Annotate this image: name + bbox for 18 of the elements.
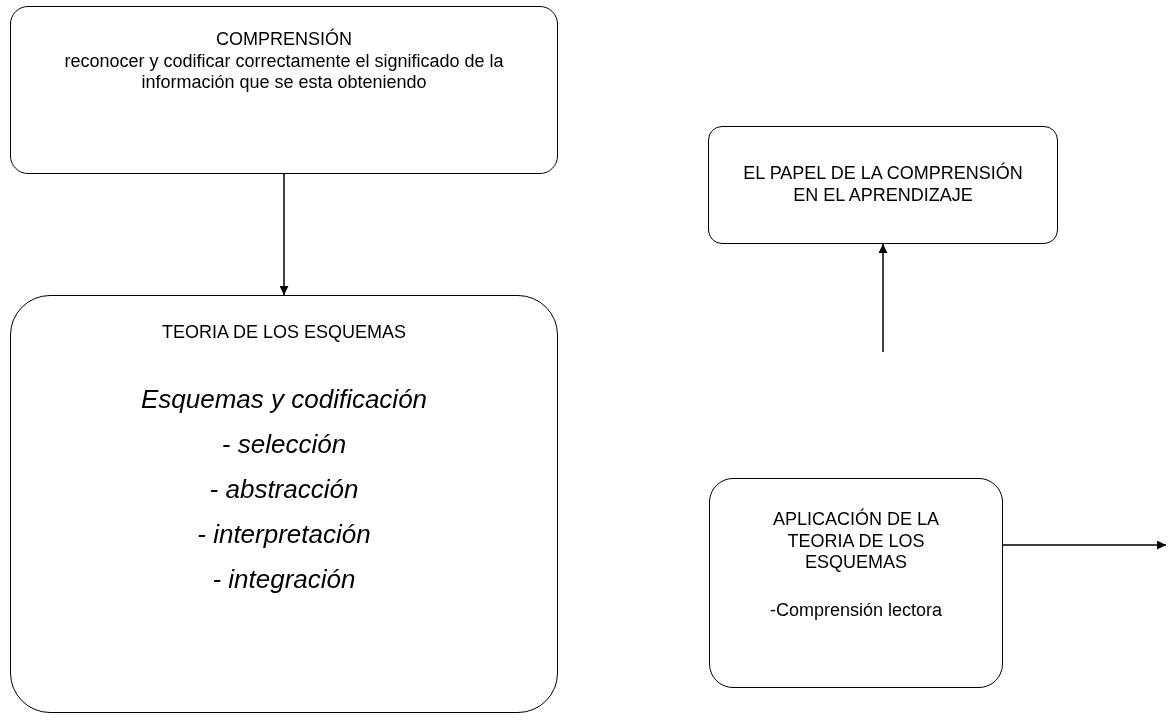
box-text: Esquemas y codificación [140,383,428,415]
arrow [279,173,289,296]
box-heading: TEORIA DE LOS ESQUEMAS [161,322,407,344]
rounded-box [10,295,558,713]
box-text: -Comprensión lectora [769,599,943,622]
box-text: - selección [221,428,347,460]
rounded-box [709,478,1003,688]
box-heading: EL PAPEL DE LA COMPRENSIÓN EN EL APRENDIZAJE [742,163,1024,207]
box-heading: COMPRENSIÓN [216,29,352,51]
box-text: - abstracción [209,473,359,506]
rounded-box [708,126,1058,244]
arrow [878,243,888,353]
box-text: - integración [212,564,356,596]
arrow [1002,540,1167,550]
box-text: - interpretación [197,519,371,551]
rounded-box [10,6,558,174]
box-heading: APLICACIÓN DE LA TEORIA DE LOS ESQUEMAS [771,509,941,574]
box-text: reconocer y codificar correctamente el significado de la información que se esta obteniendo [63,50,505,94]
